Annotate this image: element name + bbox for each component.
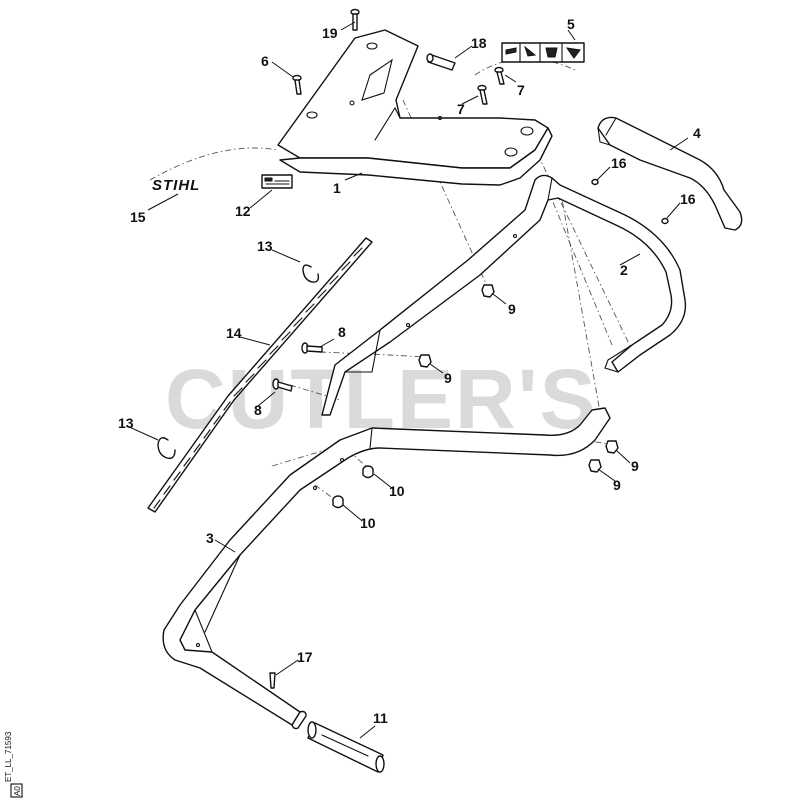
callout-14: 14 (226, 325, 242, 341)
nut-9a-part (481, 284, 495, 298)
callout-7a: 7 (457, 101, 465, 117)
callout-13a: 13 (257, 238, 273, 254)
warning-label-part (501, 42, 585, 63)
screw-19-part (350, 8, 360, 31)
handle-cover-part (277, 29, 553, 186)
callout-3: 3 (206, 530, 214, 546)
screw-17-part (269, 672, 276, 689)
screw-6-part (292, 74, 302, 95)
drawing-revision: A0 (13, 786, 22, 796)
callout-2: 2 (620, 262, 628, 278)
stihl-decal: STIHL (152, 177, 200, 194)
clip-13b-part (157, 437, 176, 460)
screw-7b-part (494, 66, 505, 85)
screw-16a-part (591, 178, 599, 186)
nut-9b-part (418, 354, 432, 368)
callout-8b: 8 (254, 402, 262, 418)
drawing-code: ET_LL_71593 (4, 731, 13, 782)
callout-15: 15 (130, 209, 146, 225)
screw-16b-part (661, 217, 669, 225)
callout-8a: 8 (338, 324, 346, 340)
bolt-8b-part (272, 378, 293, 392)
clip-13a-part (302, 264, 320, 283)
small-label-part (261, 174, 293, 189)
callout-11: 11 (373, 710, 388, 726)
callout-10a: 10 (389, 483, 405, 499)
callout-16b: 16 (680, 191, 696, 207)
handle-grip-part (597, 116, 743, 231)
callout-6: 6 (261, 53, 269, 69)
callout-16a: 16 (611, 155, 627, 171)
callout-1: 1 (333, 180, 341, 196)
upper-handle-bar-part (321, 174, 687, 416)
callout-10b: 10 (360, 515, 376, 531)
callout-18: 18 (471, 35, 487, 51)
callout-9c: 9 (631, 458, 639, 474)
cable-sheath-part (147, 237, 373, 513)
callout-9b: 9 (444, 370, 452, 386)
drawing-reference: ET_LL_71593 A0 (4, 731, 23, 798)
callout-12: 12 (235, 203, 251, 219)
end-tube-part (307, 721, 385, 773)
main-handle-frame-part (162, 407, 611, 730)
spacer-10b-part (332, 495, 344, 509)
callout-9a: 9 (508, 301, 516, 317)
callout-5: 5 (567, 16, 575, 32)
spacer-10a-part (362, 465, 374, 479)
nut-9c-part (605, 440, 619, 454)
leader-lines (126, 21, 689, 739)
callout-13b: 13 (118, 415, 134, 431)
callout-4: 4 (693, 125, 701, 141)
screw-7a-part (477, 84, 488, 105)
pin-part (426, 53, 456, 71)
callout-7b: 7 (517, 82, 525, 98)
callout-19: 19 (322, 25, 338, 41)
bolt-8a-part (301, 342, 323, 354)
callout-labels: 1 2 3 4 5 6 7 7 8 8 9 9 9 9 10 10 11 12 … (118, 16, 701, 726)
callout-17: 17 (297, 649, 313, 665)
callout-9d: 9 (613, 477, 621, 493)
